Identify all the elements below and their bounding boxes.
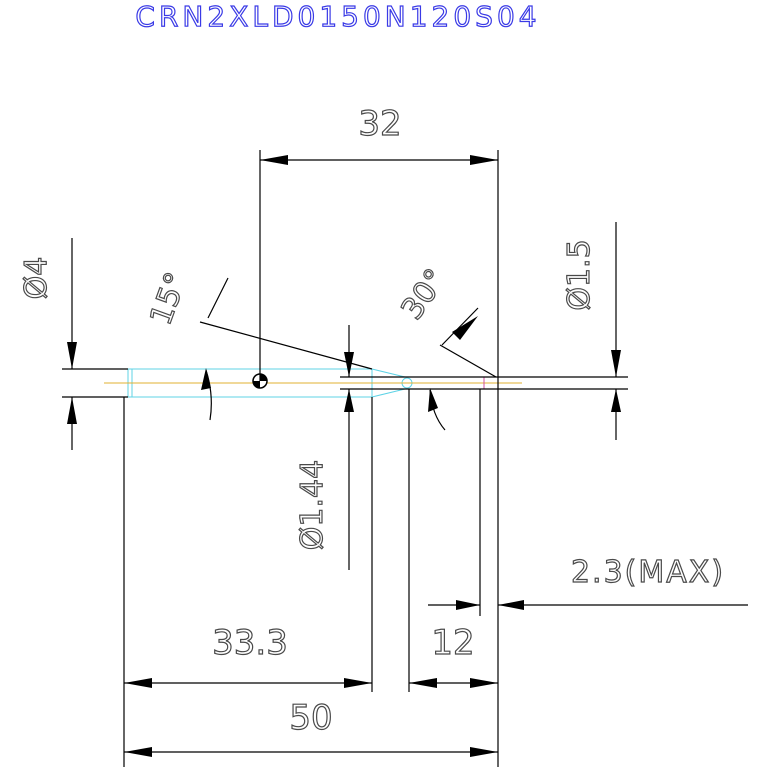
dimension-32: 32 [260, 103, 498, 165]
tip-diameter-label: Ø1.5 [562, 239, 597, 310]
shank-diameter-label: Ø4 [19, 257, 54, 300]
part-number-title: CRN2XLD0150N120S04 [135, 0, 540, 33]
dimension-12: 12 [409, 622, 498, 688]
dimension-tip-diameter: Ø1.5 [561, 222, 621, 440]
dimension-shank-diameter: Ø4 [18, 238, 77, 450]
extension-lines [62, 150, 628, 767]
dimension-50: 50 [124, 697, 498, 757]
angle-30-label: 30° [395, 263, 454, 327]
angle-15-label: 15° [144, 268, 195, 330]
dimension-33-3: 33.3 [124, 622, 372, 688]
dimension-neck-diameter: Ø1.44 [294, 325, 354, 570]
neck-diameter-label: Ø1.44 [295, 460, 330, 550]
angle-30: 30° [394, 262, 497, 431]
dimension-32-label: 32 [358, 104, 401, 144]
dimension-flute-length: 2.3(MAX) [428, 554, 748, 610]
dimension-50-label: 50 [289, 698, 332, 738]
dimension-12-label: 12 [431, 623, 474, 663]
flute-length-label: 2.3(MAX) [571, 555, 725, 590]
dimension-33-3-label: 33.3 [212, 623, 288, 663]
